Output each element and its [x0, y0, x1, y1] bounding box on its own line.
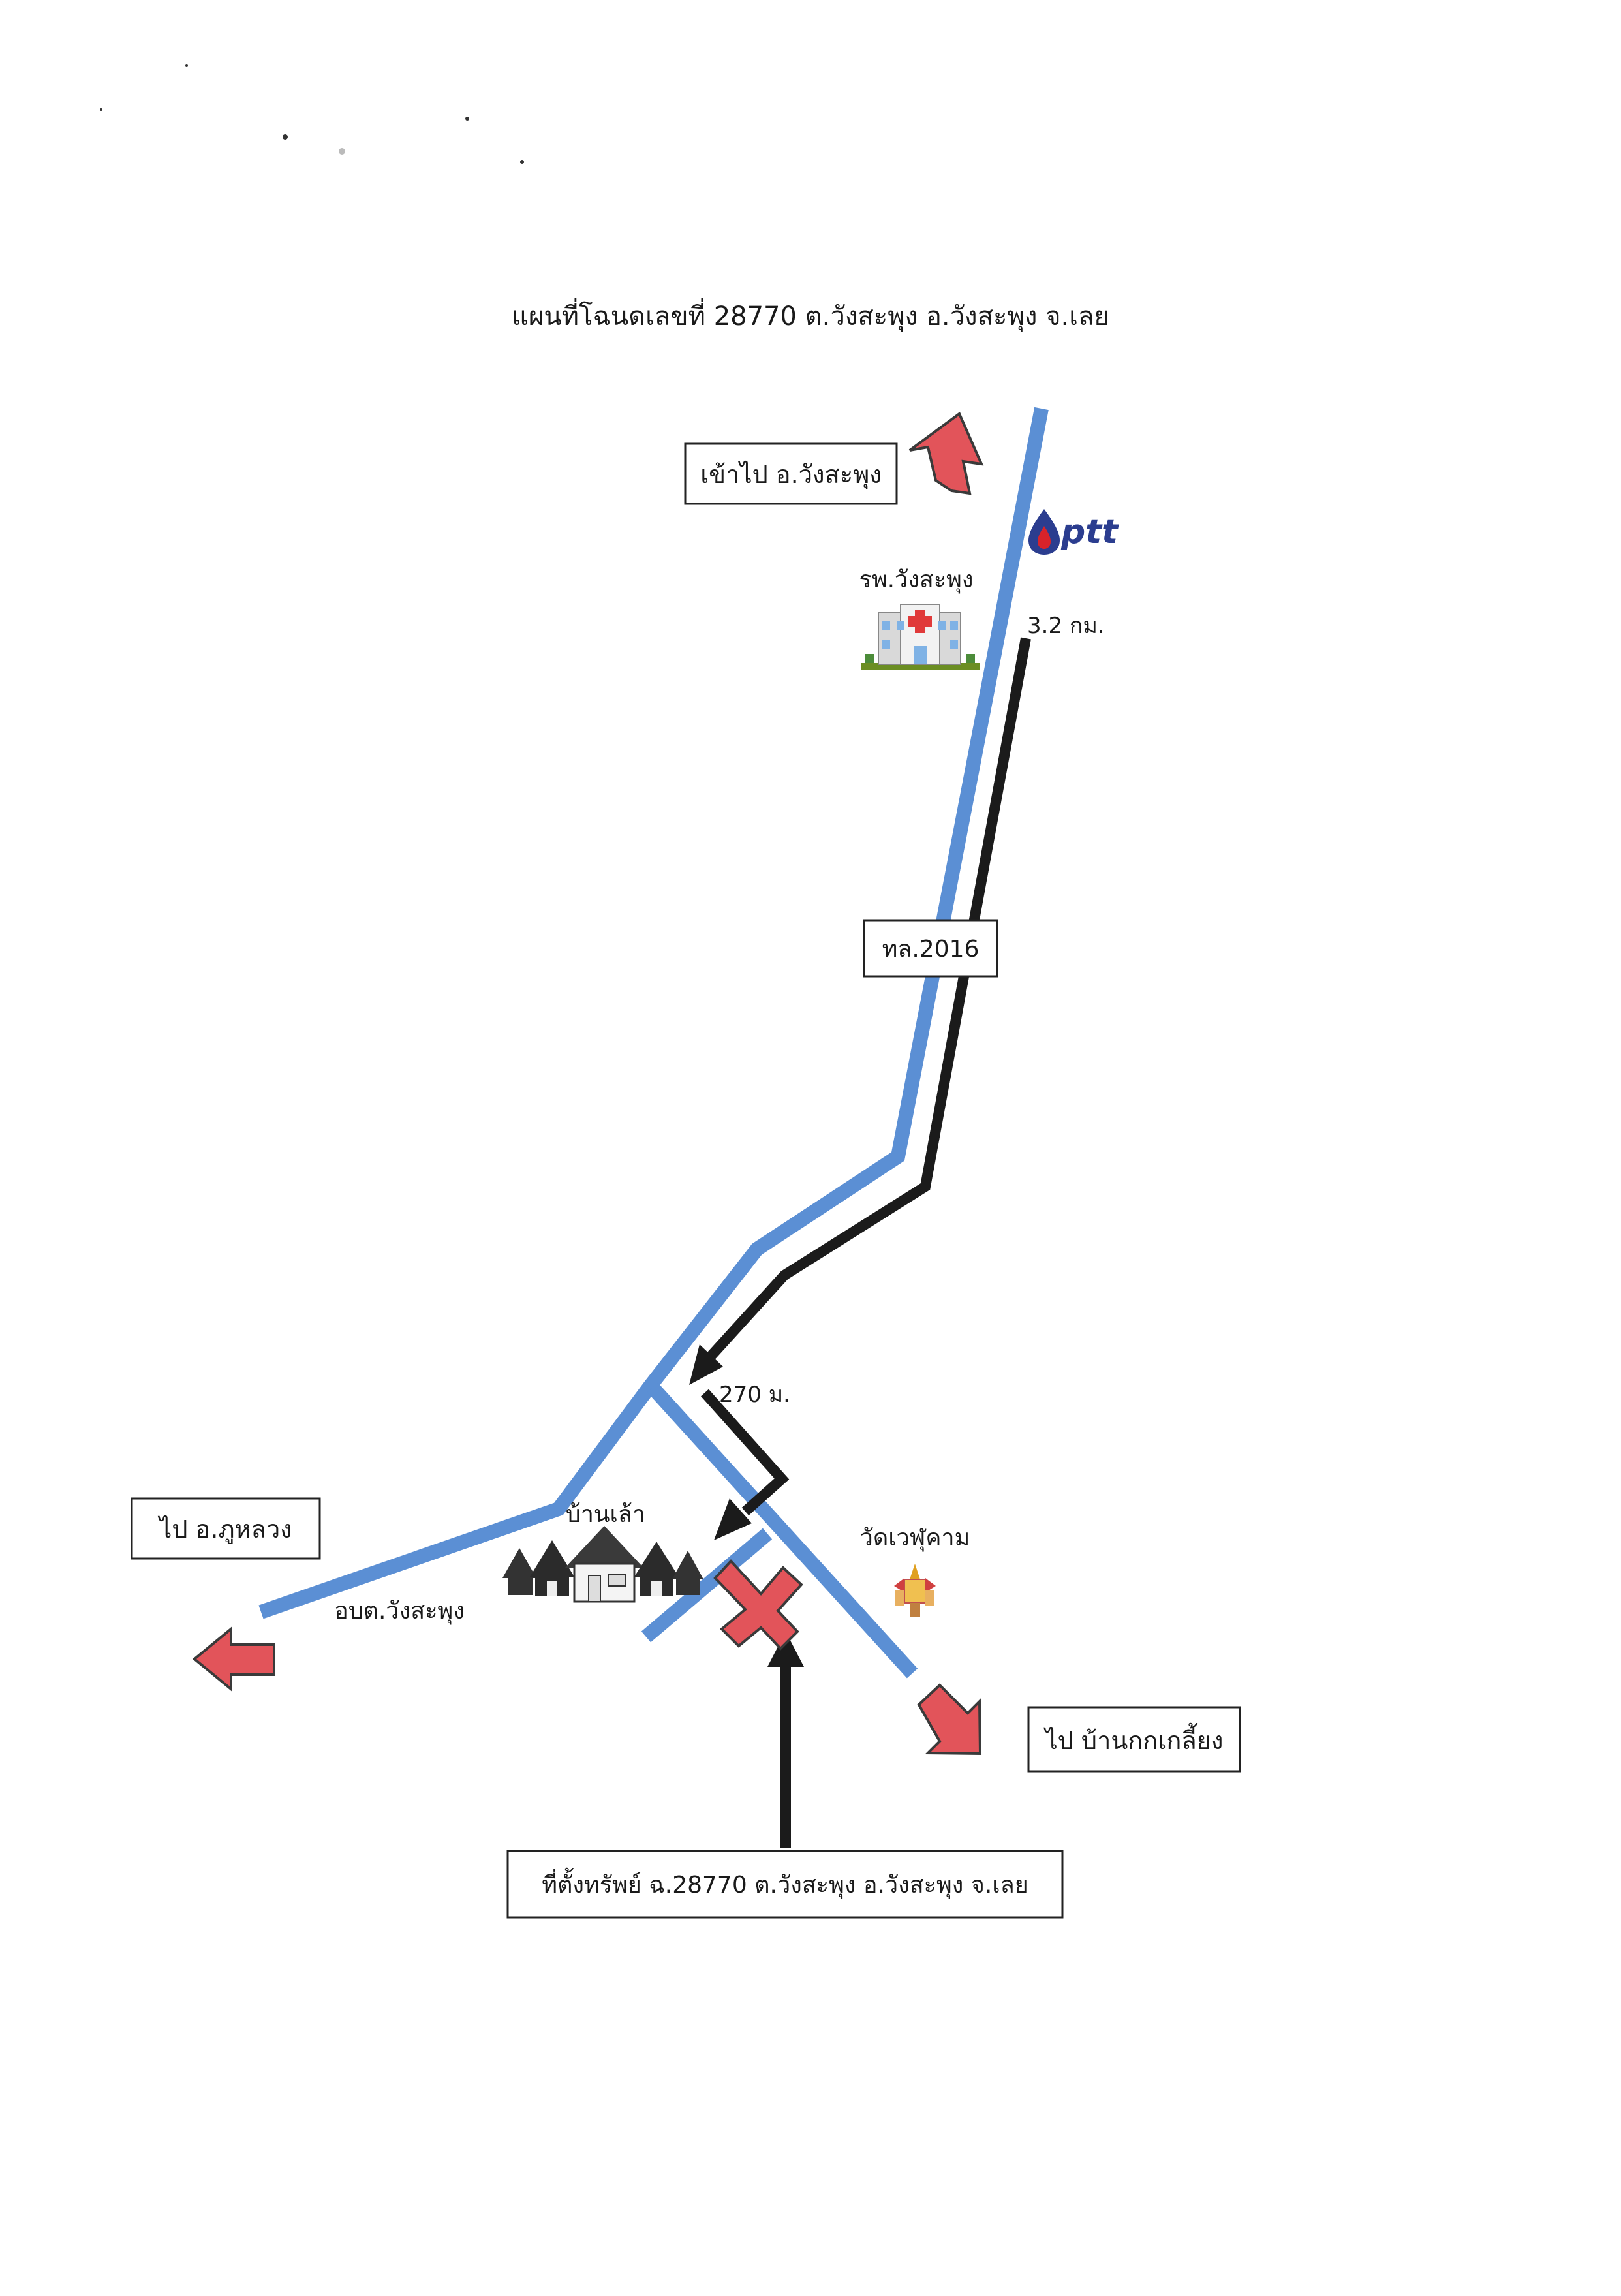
ptt-wordmark: ptt: [1060, 512, 1119, 551]
road-branch-temple: [647, 1382, 918, 1679]
route-lines: [689, 637, 1031, 1848]
label-box-road-number: ทล.2016: [863, 919, 998, 978]
direction-arrows: [192, 411, 984, 1756]
label-to-ban-kok: ไป บ้านกกเกลี้ยง: [1043, 1722, 1224, 1755]
route-property-arrowhead: [767, 1632, 804, 1667]
route-main: [702, 637, 1031, 1365]
label-village: บ้านเล้า: [566, 1501, 645, 1528]
property-plot: [713, 1559, 803, 1651]
label-box-to-ban-kok: ไป บ้านกกเกลี้ยง: [1027, 1706, 1241, 1773]
label-distance-branch: 270 ม.: [719, 1382, 790, 1408]
label-road-number: ทล.2016: [882, 936, 980, 963]
route-main-arrowhead: [689, 1344, 723, 1385]
arrow-north: [908, 411, 984, 495]
label-box-to-phu-luang: ไป อ.ภูหลวง: [131, 1497, 321, 1560]
label-property-location: ที่ตั้งทรัพย์ ฉ.28770 ต.วังสะพุง อ.วังสะ…: [542, 1867, 1028, 1899]
village-houses-icon: [502, 1526, 703, 1603]
label-to-phu-luang: ไป อ.ภูหลวง: [157, 1515, 292, 1544]
road-main-2016: [258, 407, 1049, 1619]
label-hospital: รพ.วังสะพุง: [859, 566, 974, 594]
arrow-southeast: [917, 1683, 982, 1756]
label-distance-main: 3.2 กม.: [1027, 613, 1105, 639]
label-to-wangsaphung: เข้าไป อ.วังสะพุง: [700, 460, 882, 489]
temple-icon: [894, 1564, 936, 1617]
route-branch: [701, 1389, 790, 1515]
arrow-west: [192, 1626, 275, 1692]
map-title: แผนที่โฉนดเลขที่ 28770 ต.วังสะพุง อ.วังส…: [512, 298, 1109, 332]
ptt-logo: ptt: [1028, 509, 1119, 555]
route-branch-arrowhead: [714, 1498, 752, 1540]
roads: [258, 407, 1049, 1679]
label-box-property-location: ที่ตั้งทรัพย์ ฉ.28770 ต.วังสะพุง อ.วังสะ…: [506, 1850, 1064, 1919]
label-temple: วัดเวฬุคาม: [860, 1525, 970, 1552]
scan-specks: [100, 64, 524, 164]
label-box-to-wangsaphung: เข้าไป อ.วังสะพุง: [684, 442, 898, 505]
hospital-icon: [861, 604, 980, 670]
road-property-access: [641, 1528, 773, 1643]
label-sao: อบต.วังสะพุง: [334, 1598, 465, 1625]
